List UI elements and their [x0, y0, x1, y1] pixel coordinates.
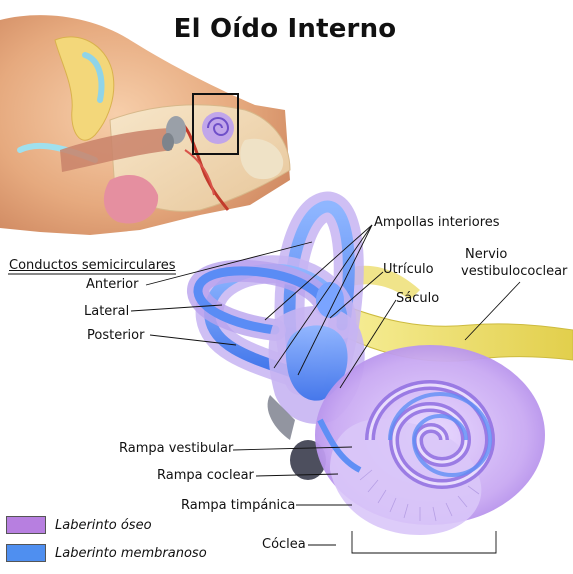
label-posterior: Posterior [87, 328, 145, 343]
legend-swatch-bony [6, 516, 46, 534]
label-rampa-coclear: Rampa coclear [157, 468, 254, 483]
legend-label-bony: Laberinto óseo [55, 518, 152, 533]
cochlea [315, 345, 545, 535]
label-nervio-line2: vestibulococlear [461, 264, 568, 279]
ear-cross-section [0, 15, 291, 236]
label-ampollas-interiores: Ampollas interiores [374, 215, 500, 230]
label-rampa-timpanica: Rampa timpánica [181, 498, 296, 513]
label-lateral: Lateral [84, 304, 130, 319]
label-utriculo: Utrículo [383, 262, 434, 277]
label-conductos-semicirculares: Conductos semicirculares [9, 258, 176, 273]
label-coclea: Cóclea [262, 537, 306, 552]
legend-swatch-membranous [6, 544, 46, 562]
label-anterior: Anterior [86, 277, 139, 292]
legend-label-membranous: Laberinto membranoso [55, 546, 207, 561]
label-saculo: Sáculo [396, 291, 440, 306]
leader-lines [8, 224, 521, 554]
page-title: El Oído Interno [173, 14, 397, 44]
label-nervio-line1: Nervio [465, 247, 508, 262]
label-rampa-vestibular: Rampa vestibular [119, 441, 234, 456]
